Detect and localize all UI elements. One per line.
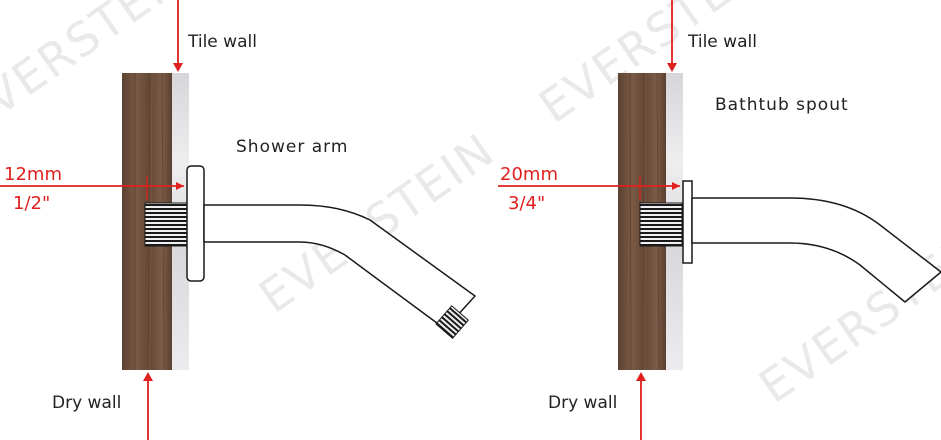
size-mm-label: 20mm: [500, 164, 558, 185]
fixture-label: Shower arm: [236, 137, 349, 157]
right-assembly: [498, 0, 941, 440]
tile-wall-label: Tile wall: [188, 32, 257, 52]
fixture-label: Bathtub spout: [715, 95, 849, 115]
threaded-pipe: [144, 202, 188, 247]
shower-arm: [203, 204, 476, 330]
tile-wall-label: Tile wall: [688, 32, 757, 52]
wall-flange: [682, 180, 693, 264]
wall-flange: [186, 165, 205, 282]
bathtub-spout: [691, 197, 941, 303]
size-inch-label: 1/2": [13, 193, 51, 214]
size-inch-label: 3/4": [508, 193, 546, 214]
dry-wall-label: Dry wall: [52, 393, 122, 413]
arm-thread-end: [435, 305, 470, 340]
dry-wall-label: Dry wall: [548, 393, 618, 413]
threaded-pipe: [639, 202, 683, 247]
size-mm-label: 12mm: [4, 164, 62, 185]
left-assembly: [0, 0, 476, 440]
